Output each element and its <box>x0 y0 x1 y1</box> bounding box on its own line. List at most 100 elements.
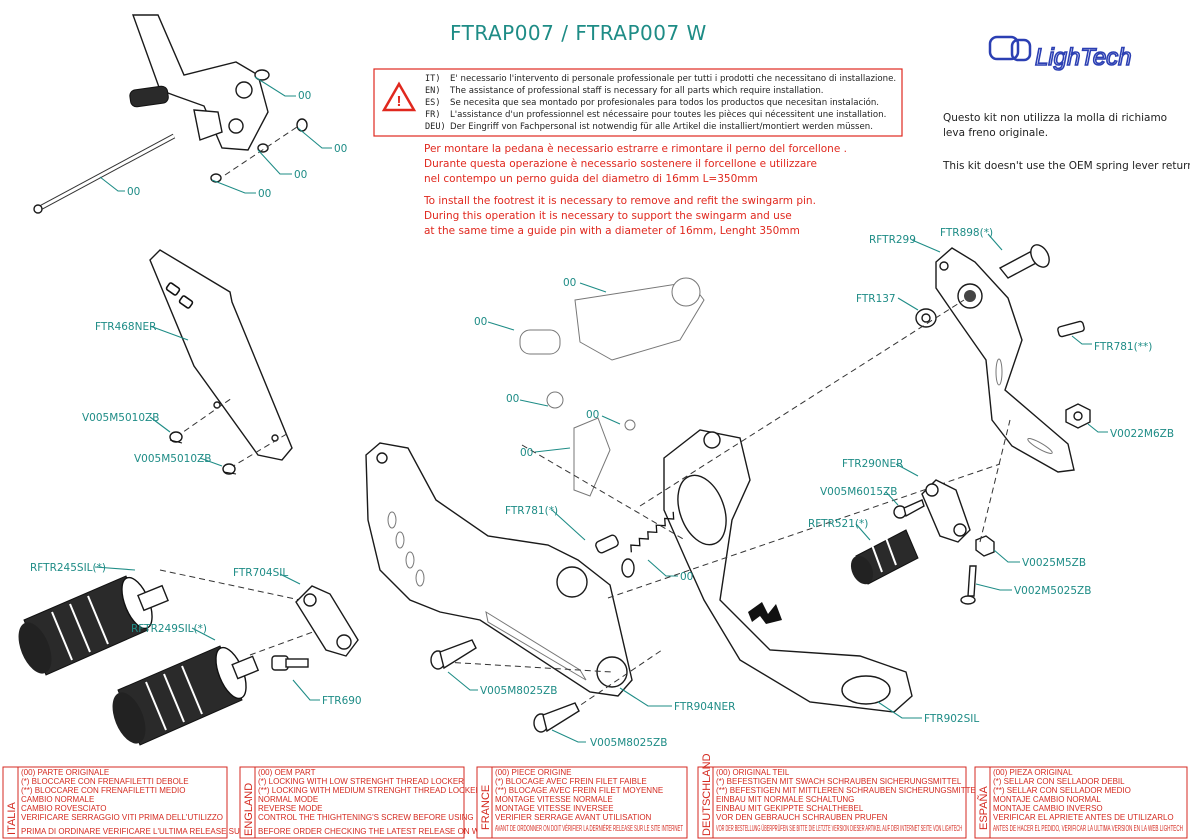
label-oem-4: 00 <box>258 188 271 200</box>
legend-england-l5: CONTROL THE THIGHTENING'S SCREW BEFORE U… <box>258 813 474 822</box>
legend-italia-l5: VERIFICARE SERRAGGIO VITI PRIMA DELL'UTI… <box>21 813 223 822</box>
diagram-title: FTRAP007 / FTRAP007 W <box>450 21 707 45</box>
label-ftr781-b: FTR781(**) <box>1094 341 1152 353</box>
warning-text-en: The assistance of professional staff is … <box>449 86 824 96</box>
spring-oem <box>621 511 675 578</box>
bracket-rftr299 <box>935 247 1075 473</box>
label-ftr690: FTR690 <box>322 695 362 707</box>
bracket-ftr704sil <box>295 585 359 657</box>
label-v0025m5zb: V0025M5ZB <box>1022 557 1086 569</box>
legend-italia-l6: PRIMA DI ORDINARE VERIFICARE L'ULTIMA RE… <box>21 827 265 836</box>
legend-espana-l6: ANTES DE HACER EL PEDIDO, VERIFICAR LA U… <box>993 824 1183 833</box>
screw-v005m5010zb-b <box>222 463 237 475</box>
warning-text-fr: L'assistance d'un professionnel est néce… <box>450 109 886 120</box>
warning-code-fr: FR) <box>425 110 441 120</box>
screw-v005m8025zb-a <box>430 639 477 670</box>
install-en-line2: During this operation it is necessary to… <box>424 210 792 222</box>
legend-france-l1: (*) BLOCAGE AVEC FREIN FILET FAIBLE <box>495 777 647 786</box>
legend-country-espana: ESPAÑA <box>977 786 990 830</box>
label-ftr781-a: FTR781(*) <box>505 505 558 517</box>
install-it-line2: Durante questa operazione è necessario s… <box>424 158 817 170</box>
note-it-line2: leva freno originale. <box>943 127 1048 139</box>
footpeg-rftr249sil <box>112 645 260 746</box>
oem-assembly-drawing <box>33 14 308 214</box>
note-it-line1: Questo kit non utilizza la molla di rich… <box>943 112 1167 124</box>
label-ftr898: FTR898(*) <box>940 227 993 239</box>
warning-text-es: Se necesita que sea montado por profesio… <box>450 97 879 108</box>
legend-deutschland-l6: VOR DER BESTELLUNG ÜBERPRÜFEN SIE BITTE … <box>716 824 962 833</box>
label-rftr245sil: RFTR245SIL(*) <box>30 562 106 574</box>
brake-lever-ftr902sil <box>663 429 913 713</box>
label-oem-10: 00 <box>520 447 533 459</box>
legend-espana-l1: (*) SELLAR CON SELLADOR DEBIL <box>993 777 1125 786</box>
label-v0022m6zb: V0022M6ZB <box>1110 428 1174 440</box>
main-plate-ftr904ner <box>365 442 633 697</box>
install-en-line1: To install the footrest it is necessary … <box>423 195 816 207</box>
label-oem-6: 00 <box>563 277 576 289</box>
legend-england-l3: NORMAL MODE <box>258 795 318 804</box>
label-v005m8025zb-a: V005M8025ZB <box>480 685 557 697</box>
nut-v0025m5zb <box>975 535 995 557</box>
warning-code-en: EN) <box>425 86 441 96</box>
label-oem-8: 00 <box>506 393 519 405</box>
label-oem-2: 00 <box>334 143 347 155</box>
legend-italia: ITALIA (00) PARTE ORIGINALE (*) BLOCCARE… <box>2 766 265 839</box>
warning-text-de: Der Eingriff von Fachpersonal ist notwen… <box>450 122 873 132</box>
plate-ftr290ner <box>921 479 971 543</box>
legend-italia-l0: (00) PARTE ORIGINALE <box>21 768 109 777</box>
legend-italia-l3: CAMBIO NORMALE <box>21 795 94 804</box>
warning-box: ! IT) E' necessario l'intervento di pers… <box>373 68 903 137</box>
svg-text:!: ! <box>397 93 402 110</box>
legend-espana-l3: MONTAJE CAMBIO NORMAL <box>993 795 1101 804</box>
label-rftr249sil: RFTR249SIL(*) <box>131 623 207 635</box>
legend-espana-l2: (**) SELLAR CON SELLADOR MEDIO <box>993 786 1131 795</box>
washer-ftr137 <box>915 308 937 328</box>
footpeg-rftr521 <box>850 529 919 585</box>
legend-england-l2: (**) LOCKING WITH MEDIUM STRENGHT THREAD… <box>258 786 482 795</box>
install-en-line3: at the same time a guide pin with a diam… <box>424 225 800 237</box>
legend-deutschland: DEUTSCHLAND (00) ORIGINAL TEIL (*) BEFES… <box>697 753 981 839</box>
label-v005m6015zb: V005M6015ZB <box>820 486 897 498</box>
screw-v005m8025zb-b <box>533 702 580 733</box>
legend-country-deutschland: DEUTSCHLAND <box>701 753 713 836</box>
label-rftr299: RFTR299 <box>869 234 916 246</box>
legend-italia-l1: (*) BLOCCARE CON FRENAFILETTI DEBOLE <box>21 777 189 786</box>
warning-code-it: IT) <box>425 74 441 84</box>
label-oem-5: 00 <box>127 186 140 198</box>
logo-wordmark: LighTech <box>1035 44 1132 71</box>
warning-code-de: DEU) <box>425 122 446 132</box>
oem-master-cylinder <box>519 277 705 497</box>
label-oem-1: 00 <box>298 90 311 102</box>
legend-espana-l5: VERIFICAR EL APRIETE ANTES DE UTILIZARLO <box>993 813 1174 822</box>
label-oem-3: 00 <box>294 169 307 181</box>
legend-england-l4: REVERSE MODE <box>258 804 322 813</box>
legend-deutschland-l2: (**) BEFESTIGEN MIT MITTLEREN SCHRAUBEN … <box>716 786 981 795</box>
legend-england: ENGLAND (00) OEM PART (*) LOCKING WITH L… <box>239 766 508 839</box>
legend-deutschland-l0: (00) ORIGINAL TEIL <box>716 768 790 777</box>
legend-france-l2: (**) BLOCAGE AVEC FREIN FILET MOYENNE <box>495 786 663 795</box>
label-oem-7: 00 <box>474 316 487 328</box>
warning-code-es: ES) <box>425 98 441 108</box>
label-rftr521: RFTR521(*) <box>808 518 868 530</box>
legend-espana: ESPAÑA (00) PIEZA ORIGINAL (*) SELLAR CO… <box>974 766 1188 839</box>
legend-deutschland-l1: (*) BEFESTIGEN MIT SWACH SCHRAUBEN SICHE… <box>716 777 962 786</box>
pin-ftr781-b <box>1057 320 1085 338</box>
label-oem-9: 00 <box>586 409 599 421</box>
note-en: This kit doesn't use the OEM spring leve… <box>942 160 1190 172</box>
label-ftr704sil: FTR704SIL <box>233 567 288 579</box>
label-v005m8025zb-b: V005M8025ZB <box>590 737 667 749</box>
screw-v002m5025zb <box>960 565 977 605</box>
label-v002m5025zb: V002M5025ZB <box>1014 585 1091 597</box>
label-ftr902sil: FTR902SIL <box>924 713 979 725</box>
legend-espana-l4: MONTAJE CAMBIO INVERSO <box>993 804 1103 813</box>
label-ftr468ner: FTR468NER <box>95 321 156 333</box>
legend-england-l1: (*) LOCKING WITH LOW STRENGHT THREAD LOC… <box>258 777 464 786</box>
legend-france-l4: MONTAGE VITESSE INVERSEE <box>495 804 614 813</box>
legend-deutschland-l3: EINBAU MIT NORMALE SCHALTUNG <box>716 795 854 804</box>
legend-france-l3: MONTAGE VITESSE NORMALE <box>495 795 613 804</box>
install-it-line1: Per montare la pedana è necessario estra… <box>424 143 847 155</box>
nut-v0022m6zb <box>1065 403 1091 429</box>
label-ftr904ner: FTR904NER <box>674 701 735 713</box>
screw-v005m5010zb-a <box>169 431 183 444</box>
